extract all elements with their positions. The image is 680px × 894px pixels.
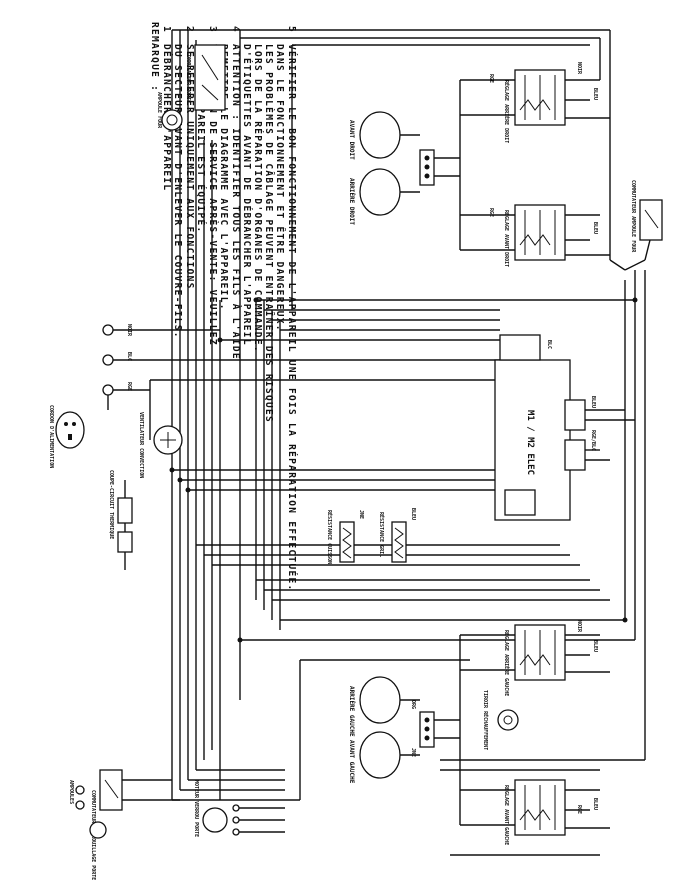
svg-text:BLEU: BLEU xyxy=(410,508,416,520)
svg-text:BLEU: BLEU xyxy=(592,222,598,234)
warming-element xyxy=(497,709,519,731)
warming-group: TIROIR RÉCHAUFFEMENT xyxy=(482,690,519,750)
svg-text:RGE: RGE xyxy=(488,74,494,83)
control-connector-right-1 xyxy=(564,399,586,431)
surface-lamp-switch xyxy=(639,199,663,241)
thermal-cutoff xyxy=(117,497,133,524)
control-connector-right-2 xyxy=(564,439,586,471)
svg-text:RGE/BLC: RGE/BLC xyxy=(590,430,596,451)
remark-line-4d: LES PROBLÈMES DE CÂBLAGE PEUVENT ENTRAÎN… xyxy=(263,44,275,423)
fuse xyxy=(117,531,133,553)
lamp-socket-3 xyxy=(89,821,107,839)
svg-text:CORDON D'ALIMENTATION: CORDON D'ALIMENTATION xyxy=(48,405,54,468)
door-lock-switch xyxy=(99,769,123,811)
lamp-socket-1 xyxy=(75,785,85,795)
remark-line-2: SE RÉFÉRER UNIQUEMENT AUX FONCTIONS xyxy=(184,44,196,290)
svg-text:AMPOULE FOUR: AMPOULE FOUR xyxy=(156,92,162,129)
svg-text:NOIR: NOIR xyxy=(576,62,582,75)
svg-text:RÉGLAGE ARRIÈRE GAUCHE: RÉGLAGE ARRIÈRE GAUCHE xyxy=(503,630,511,696)
broil-element xyxy=(391,521,407,563)
rear-left-switch-group: RÉGLAGE ARRIÈRE GAUCHE NOIR BLEU xyxy=(460,620,610,696)
svg-text:RÉGLAGE AVANT GAUCHE: RÉGLAGE AVANT GAUCHE xyxy=(503,785,511,845)
svg-text:BLC: BLC xyxy=(546,340,552,349)
remark-line-3: TECHNICIEN DE SERVICE APRÈS-VENTE: VEUIL… xyxy=(207,44,219,346)
remark-line-4b: D'ÉTIQUETTES AVANT DE DÉBRANCHER L'APPAR… xyxy=(241,44,253,346)
power-cord-plug xyxy=(55,411,85,449)
svg-text:NOIR: NOIR xyxy=(126,324,132,337)
svg-text:BLEU: BLEU xyxy=(592,88,598,100)
svg-text:AVANT DROIT: AVANT DROIT xyxy=(348,120,355,160)
svg-text:RÉSISTANCE CUISSON: RÉSISTANCE CUISSON xyxy=(326,510,334,564)
svg-text:RGE: RGE xyxy=(576,805,582,814)
oven-elements-group: RÉSISTANCE CUISSON RÉSISTANCE GRIL JNE B… xyxy=(326,508,416,564)
remark-num-1: 1 xyxy=(161,26,172,33)
svg-text:ARRIÈRE GAUCHE: ARRIÈRE GAUCHE xyxy=(348,686,356,737)
svg-text:MOTEUR VERROU PORTE: MOTEUR VERROU PORTE xyxy=(193,780,199,837)
lamp-socket-2 xyxy=(75,800,85,810)
oven-lamp xyxy=(161,109,183,131)
wire-harness xyxy=(150,29,646,856)
svg-text:RGE: RGE xyxy=(488,208,494,217)
right-surface-elements: AVANT DROIT ARRIÈRE DROIT xyxy=(348,80,461,250)
remarks-heading: REMARQUE : xyxy=(149,22,160,92)
rear-right-element xyxy=(359,168,401,216)
rear-right-switch-group: RÉGLAGE ARRIÈRE DROIT RGE NOIR BLEU xyxy=(460,62,610,143)
svg-text:BLEU: BLEU xyxy=(590,396,596,408)
rear-left-element xyxy=(359,676,401,724)
svg-text:BLEU: BLEU xyxy=(592,640,598,652)
door-switch-group: COMMUTATEUR PORTE AMPOULE FOUR xyxy=(156,44,226,131)
svg-text:BLEU: BLEU xyxy=(592,798,598,810)
svg-text:NOIR: NOIR xyxy=(576,620,582,633)
svg-text:ORG: ORG xyxy=(410,700,416,709)
rr-switch-label: RÉGLAGE ARRIÈRE DROIT xyxy=(503,80,511,143)
control-connector-bottom xyxy=(504,489,536,516)
left-surface-elements: ARRIÈRE GAUCHE AVANT GAUCHE ORG JNE xyxy=(348,635,461,825)
door-switch xyxy=(194,44,226,111)
fr-switch-label: RÉGLAGE AVANT DROIT xyxy=(503,210,511,267)
front-right-switch-group: RÉGLAGE AVANT DROIT RGE BLEU xyxy=(460,204,610,267)
svg-text:COUPE-CIRCUIT THERMIQUE: COUPE-CIRCUIT THERMIQUE xyxy=(108,470,114,539)
remark-line-4e: DANS LE FONCTIONNEMENT ET ÊTRE DANGEREUX… xyxy=(274,44,286,332)
electronic-control-group: M1 / M2 ELEC RGE/BLC BLEU BLC xyxy=(494,334,635,521)
convection-fan-group: VENTILATEUR CONVECTION xyxy=(138,380,183,478)
svg-text:JNE: JNE xyxy=(410,748,416,757)
thermal-cutoff-group: COUPE-CIRCUIT THERMIQUE xyxy=(108,470,133,570)
remark-line-4: ATTENTION : IDENTIFIER TOUS LES FILS À L… xyxy=(230,44,242,360)
junction-dots xyxy=(169,297,638,643)
front-right-element xyxy=(359,111,401,159)
svg-text:AVANT GAUCHE: AVANT GAUCHE xyxy=(348,740,355,784)
door-lock-motor xyxy=(202,807,228,833)
svg-text:TIROIR RÉCHAUFFEMENT: TIROIR RÉCHAUFFEMENT xyxy=(482,690,490,750)
svg-text:RGE: RGE xyxy=(126,382,132,391)
svg-text:AMPOULES: AMPOULES xyxy=(68,780,74,804)
front-left-element xyxy=(359,731,401,779)
remark-line-4c: LORS DE LA RÉPARATION D'ORGANES DE COMMA… xyxy=(252,44,264,353)
svg-text:COMMUTATEUR PORTE: COMMUTATEUR PORTE xyxy=(185,52,191,103)
front-left-switch-group: RÉGLAGE AVANT GAUCHE RGE BLEU xyxy=(460,779,610,845)
svg-text:JNE: JNE xyxy=(358,510,364,519)
door-lock-group: COMMUTATEUR VERROUILLAGE PORTE AMPOULES … xyxy=(68,769,285,880)
power-terminal-group: NOIR BLC RGE CORDON D'ALIMENTATION xyxy=(48,324,220,468)
remark-line-5: VÉRIFIER LE BON FONCTIONNEMENT DE L'APPA… xyxy=(286,44,298,592)
svg-text:VENTILATEUR CONVECTION: VENTILATEUR CONVECTION xyxy=(138,412,144,478)
control-connector-top xyxy=(499,334,541,361)
remark-line-1b: DU SECTEUR AVANT D'ENLEVER LE COUVRE-FIL… xyxy=(172,44,183,339)
remark-line-3b: REMETTRE LE DIAGRAMME AVEC L'APPAREIL. xyxy=(218,44,229,311)
svg-text:ARRIÈRE DROIT: ARRIÈRE DROIT xyxy=(348,178,356,225)
svg-text:COMMUTATEUR AMPOULE FOUR: COMMUTATEUR AMPOULE FOUR xyxy=(630,180,636,253)
svg-text:BLC: BLC xyxy=(126,352,132,361)
control-label: M1 / M2 ELEC xyxy=(525,410,535,475)
bake-element xyxy=(339,521,355,563)
surface-lamp-switch-group: COMMUTATEUR AMPOULE FOUR xyxy=(609,180,663,271)
svg-text:RÉSISTANCE GRIL: RÉSISTANCE GRIL xyxy=(378,512,386,557)
